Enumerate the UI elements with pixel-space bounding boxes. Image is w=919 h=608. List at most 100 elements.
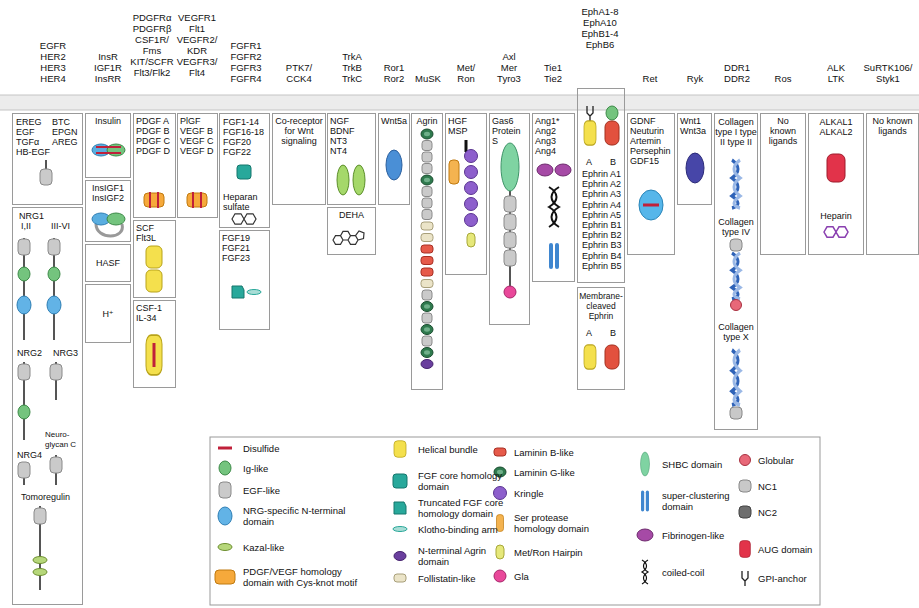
ligand-box: Gas6Protein S bbox=[489, 113, 530, 325]
receptor-name: VEGFR2/ KDR bbox=[176, 34, 219, 56]
foll-symbol bbox=[421, 222, 433, 230]
stalk-line bbox=[96, 146, 121, 148]
ligand-name: NRG4 bbox=[17, 450, 42, 460]
legend-sample bbox=[739, 506, 751, 518]
domain-ellipse bbox=[107, 144, 125, 156]
receptor-name: HER2 bbox=[39, 51, 67, 62]
legend-text: super-clustering domain bbox=[662, 490, 738, 512]
legend-text: AUG domain bbox=[758, 544, 816, 555]
colh-symbol bbox=[732, 253, 740, 299]
egf-symbol bbox=[34, 508, 46, 524]
ligand-name: EPGN bbox=[52, 127, 78, 137]
egf-symbol bbox=[504, 232, 516, 248]
legend-sample bbox=[740, 541, 751, 558]
receptor-name: LTK bbox=[827, 73, 846, 84]
ligand-name: Neuturin bbox=[630, 126, 672, 136]
legend-text: Kazal-like bbox=[243, 542, 371, 553]
ligand-box: ALKAL1ALKAL2Heparin bbox=[808, 113, 864, 255]
ligand-box: No known ligands bbox=[760, 113, 806, 255]
receptor-name: EphA10 bbox=[582, 17, 618, 28]
receptor-name: TrkB bbox=[341, 62, 363, 73]
legend-text: Laminin B-like bbox=[514, 447, 598, 458]
legend-sample bbox=[494, 448, 506, 456]
ligand-name: I,II bbox=[21, 221, 31, 231]
receptor-name: EphA1-8 bbox=[581, 6, 620, 17]
ligand-name: HB-EGF bbox=[16, 147, 50, 157]
ig-symbol bbox=[18, 405, 30, 419]
stalk-line bbox=[157, 192, 159, 208]
helix-symbol bbox=[584, 345, 596, 369]
legend-sample bbox=[218, 448, 232, 449]
egf-symbol bbox=[504, 196, 516, 212]
ligand-name: BDNF bbox=[330, 126, 373, 136]
legend-text: GPI-anchor bbox=[758, 573, 816, 584]
legend-text: Laminin G-like bbox=[514, 467, 598, 478]
ligand-name: Heparin bbox=[809, 211, 863, 221]
receptor-name: Ret bbox=[642, 73, 659, 84]
legend-text: PDGF/VEGF homology domain with Cys-knot … bbox=[243, 566, 371, 588]
ligand-name: Wnt5a bbox=[381, 116, 407, 126]
nc1-symbol bbox=[730, 239, 742, 251]
receptor-name: Met/ Ron bbox=[456, 62, 477, 84]
ligand-name: Ang4 bbox=[535, 146, 572, 156]
legend-sample bbox=[215, 570, 235, 584]
helix-symbol bbox=[146, 335, 162, 375]
nc1-symbol bbox=[730, 407, 742, 419]
fib-symbol bbox=[537, 164, 553, 176]
receptor-name: InsRR bbox=[94, 73, 123, 84]
egfs-symbol bbox=[422, 187, 432, 197]
ligand-name: Ang2 bbox=[535, 126, 572, 136]
ligand-name: Agrin bbox=[414, 116, 440, 126]
ligand-name: NRG2 bbox=[17, 348, 42, 358]
receptor-name: Ros bbox=[774, 73, 793, 84]
kring-symbol bbox=[465, 166, 478, 179]
ligand-name: Ephrin A3 bbox=[582, 189, 621, 199]
legend-sample bbox=[394, 441, 406, 458]
receptor-name: VEGFR3/ Flt4 bbox=[176, 56, 219, 78]
ligand-name: NT3 bbox=[330, 136, 373, 146]
legend-text: Gla bbox=[514, 571, 598, 582]
legend-text: Kringle bbox=[514, 488, 598, 499]
receptor-name: DDR1 bbox=[723, 62, 751, 73]
ligand-box: Wnt1Wnt3a bbox=[677, 113, 712, 205]
gla-symbol bbox=[504, 286, 516, 298]
receptor-name: Mer bbox=[500, 62, 519, 73]
foll-symbol bbox=[421, 234, 433, 242]
ligand-name: Ephrin B5 bbox=[582, 261, 622, 271]
legend-sample bbox=[218, 507, 232, 525]
ligand-name: Ephrin A1 bbox=[582, 169, 621, 179]
legend-text: Ser protease homology domain bbox=[514, 512, 598, 534]
sclu-symbol bbox=[549, 243, 559, 269]
ligand-name: H⁺ bbox=[88, 309, 128, 319]
ig-symbol bbox=[18, 267, 30, 281]
helix-symbol bbox=[146, 270, 162, 292]
ligand-box: CSF-1IL-34 bbox=[133, 300, 176, 388]
receptor-name: IGF1R bbox=[93, 62, 123, 73]
receptor-name: EGFR bbox=[39, 40, 68, 51]
legend-text: Disulfide bbox=[243, 443, 371, 454]
legend-text: EGF-like bbox=[243, 485, 371, 496]
ligand-box: PDGF APDGF BPDGF CPDGF D bbox=[133, 113, 176, 218]
ligand-name: No known ligands bbox=[763, 116, 803, 146]
lamg-symbol bbox=[421, 325, 433, 335]
domain-ellipse bbox=[107, 213, 125, 225]
stalk-line bbox=[96, 152, 121, 154]
egf-symbol bbox=[504, 250, 516, 266]
receptor-name: HER3 bbox=[39, 62, 67, 73]
ligand-name: Ephrin A4 bbox=[582, 200, 621, 210]
ig-symbol bbox=[48, 267, 60, 281]
kring-symbol bbox=[465, 198, 478, 211]
ligand-name: SCF bbox=[136, 223, 173, 233]
ligand-name: B bbox=[610, 157, 616, 167]
ligand-name: FGF23 bbox=[222, 253, 267, 263]
lamb-symbol bbox=[421, 245, 433, 253]
ligand-name: FGF19 bbox=[222, 233, 267, 243]
stalk-line bbox=[0, 110, 919, 111]
ligand-name: Collagen type IV bbox=[715, 217, 757, 237]
receptor-name: FGFR3 bbox=[229, 62, 263, 73]
receptor-name: TrkA bbox=[341, 51, 363, 62]
legend-text: Truncated FGF core homology domain bbox=[418, 497, 513, 519]
ligand-box: PlGFVEGF BVEGF CVEGF D bbox=[177, 113, 218, 218]
ligand-name: Ephrin B1 bbox=[582, 220, 622, 230]
ligand-box: H⁺ bbox=[85, 284, 131, 343]
